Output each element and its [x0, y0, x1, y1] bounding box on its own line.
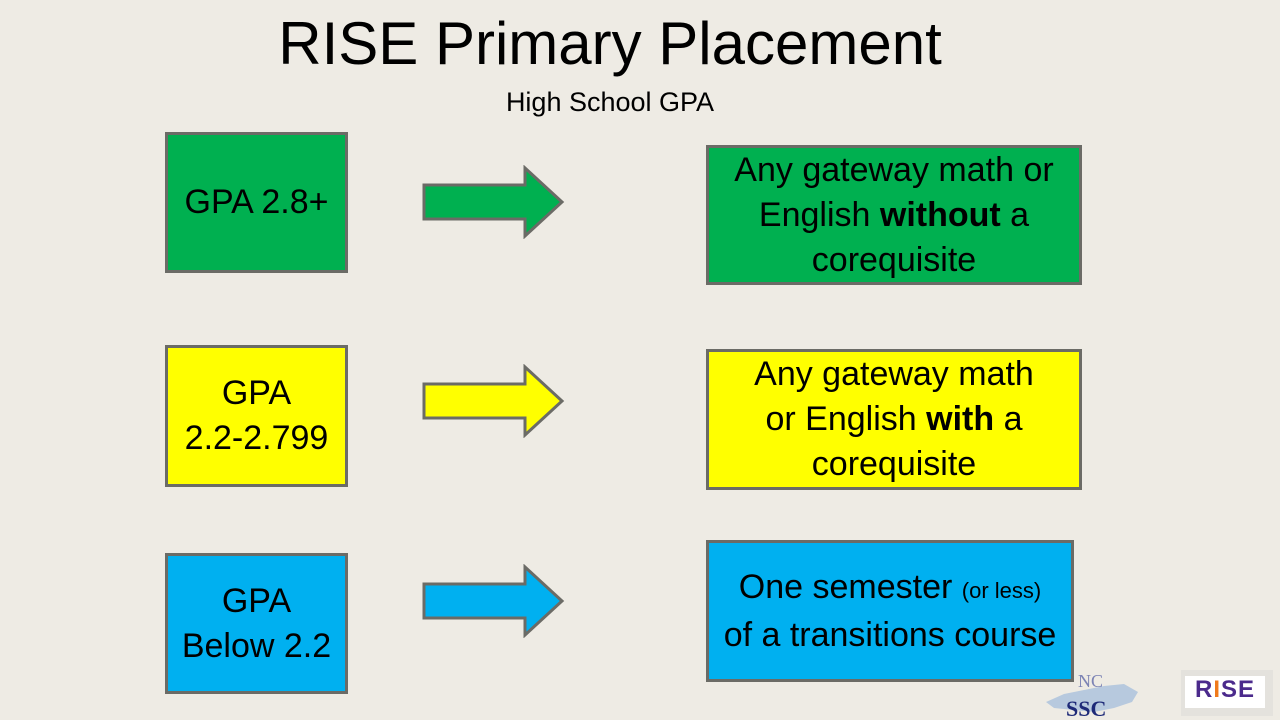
svg-text:SSC: SSC — [1066, 696, 1106, 720]
arrow-right-icon — [422, 564, 565, 638]
result-text-end: a corequisite — [811, 195, 1030, 279]
gpa-label: GPA — [221, 374, 292, 412]
result-emphasis: with — [926, 400, 995, 438]
gpa-range: 2.2-2.799 — [184, 419, 329, 457]
gpa-label: GPA — [221, 581, 292, 620]
ncssc-logo: NC SSC — [1046, 671, 1138, 720]
placement-box-transitions: One semester (or less) of a transitions … — [706, 540, 1074, 682]
result-text: Any gateway math or English — [734, 150, 1054, 234]
gpa-box-mid: GPA 2.2-2.799 — [165, 345, 348, 487]
result-note: (or less) — [961, 577, 1042, 603]
result-text-end: a corequisite — [811, 400, 1023, 483]
result-emphasis: without — [879, 195, 1001, 234]
gpa-box-high: GPA 2.8+ — [165, 132, 348, 273]
arrow-right-icon — [422, 165, 565, 239]
slide-title: RISE Primary Placement — [278, 10, 942, 77]
placement-box-with-coreq: Any gateway math or English with a coreq… — [706, 349, 1082, 490]
svg-text:NC: NC — [1078, 671, 1103, 691]
arrow-right-icon — [422, 364, 565, 438]
result-text: One semester — [738, 567, 962, 606]
result-text: Any gateway math or English — [754, 355, 1034, 438]
rise-logo: RISE — [1181, 670, 1273, 716]
gpa-range: Below 2.2 — [181, 626, 332, 665]
gpa-label: GPA 2.8+ — [184, 183, 329, 221]
gpa-box-low: GPA Below 2.2 — [165, 553, 348, 694]
result-text-end: of a transitions course — [723, 615, 1057, 654]
slide-subtitle: High School GPA — [505, 87, 715, 117]
placement-box-without-coreq: Any gateway math or English without a co… — [706, 145, 1082, 285]
